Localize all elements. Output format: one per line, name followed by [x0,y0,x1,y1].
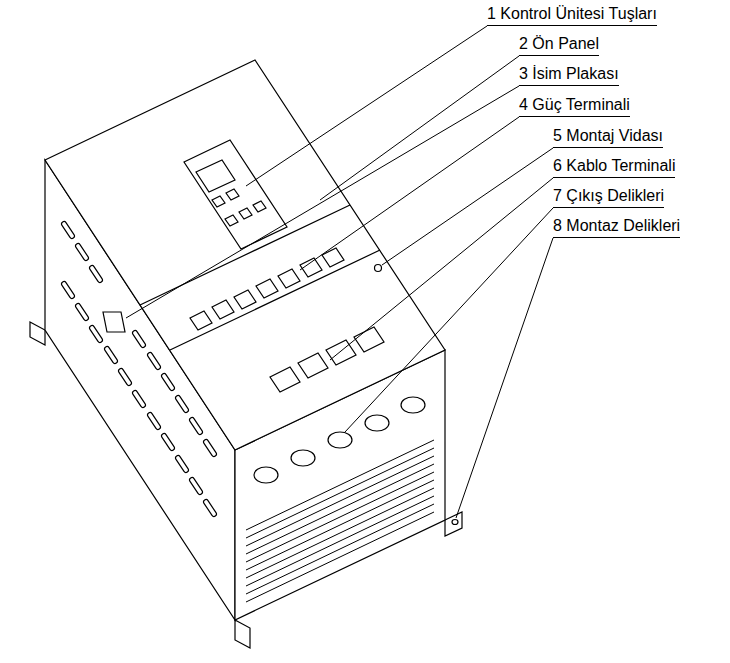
top-face [45,60,445,450]
cable-terminals [270,327,384,392]
mounting-hole [452,520,458,525]
cover-edge [140,205,380,350]
screw [375,265,382,272]
exit-holes [254,397,425,483]
display [196,160,235,192]
callout-label: 6 Kablo Terminali [553,156,675,178]
flange [235,620,250,648]
vent-slots [64,224,214,514]
grille [246,440,434,602]
power-terminals [190,248,344,330]
callout-label: 2 Ön Panel [519,34,599,56]
flange [30,322,45,345]
name-plate [103,312,125,332]
callout-label: 4 Güç Terminali [519,95,630,117]
leader-lines [126,26,553,518]
callout-label: 8 Montaz Delikleri [553,216,680,238]
flange [445,512,462,536]
callout-label: 1 Kontrol Ünitesi Tuşları [487,4,657,26]
callout-label: 5 Montaj Vidası [553,126,663,148]
callout-label: 3 İsim Plakası [519,64,619,86]
callout-label: 7 Çıkış Delikleri [553,186,664,208]
keys [212,189,266,226]
